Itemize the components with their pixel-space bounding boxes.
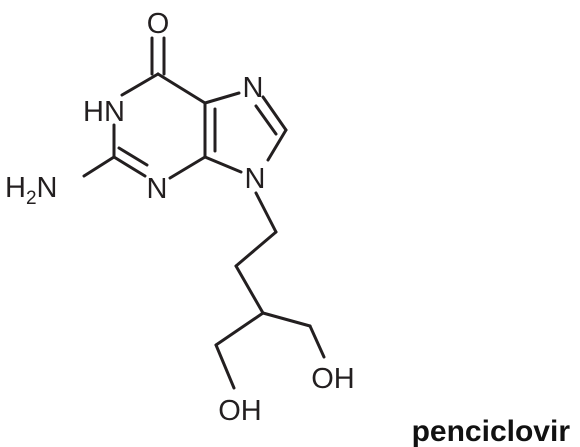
atom-labels: O HN H2N N N N OH OH <box>5 8 355 427</box>
bond-c2-n3-a <box>112 155 147 178</box>
bond-c8-n9 <box>266 128 288 162</box>
bond-n9-c1p <box>254 191 278 234</box>
bond-n7-c8-a <box>261 95 288 132</box>
bond-c6-c5 <box>156 72 207 105</box>
bond-n9-c4 <box>203 155 243 174</box>
bond-c4p-oh <box>308 324 326 359</box>
amine-nitrogen: N <box>37 172 58 204</box>
bond-c2-nh2 <box>82 155 116 178</box>
bond-c2p-c3p <box>234 264 265 315</box>
atom-carbonyl-oxygen: O <box>147 8 170 40</box>
bond-n7-c8-b <box>254 104 278 136</box>
bond-c5p-oh <box>214 343 236 390</box>
atom-ring-n3: N <box>147 173 168 205</box>
bond-c1p-c2p <box>234 230 278 268</box>
bonds <box>82 36 326 390</box>
atom-imidazole-n9: N <box>245 163 266 195</box>
bond-c3p-c5p <box>214 311 265 347</box>
bond-c6-n1 <box>120 72 160 97</box>
bond-c2-n3-b <box>117 146 149 167</box>
bond-c5-n7 <box>203 91 241 105</box>
atom-amine: H2N <box>5 172 57 209</box>
bond-n3-c4 <box>168 155 207 180</box>
amine-hydrogen: H <box>5 172 26 204</box>
compound-name: penciclovir <box>412 415 571 447</box>
bond-c3p-c4p <box>261 311 312 328</box>
amine-subscript: 2 <box>26 188 37 209</box>
atom-imidazole-n7: N <box>243 72 264 104</box>
atom-hydroxyl-right: OH <box>311 363 355 395</box>
atom-hydroxyl-left: OH <box>218 395 262 427</box>
atom-ring-nh: HN <box>83 96 125 128</box>
